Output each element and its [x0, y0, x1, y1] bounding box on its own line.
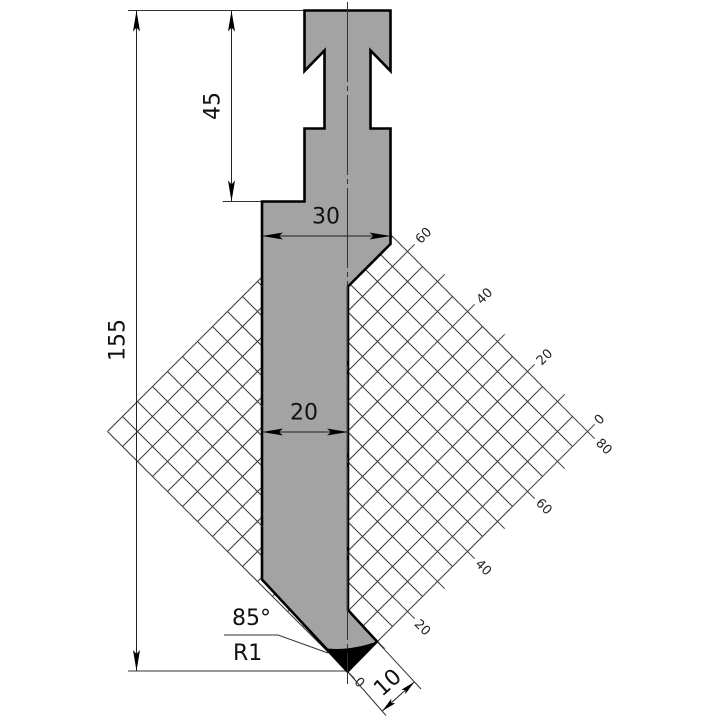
width-20-label: 20 — [290, 401, 318, 426]
dimension-labels: 155 45 30 20 85° R1 10 — [106, 92, 407, 702]
grid-line — [317, 393, 566, 642]
width-30-label: 30 — [312, 205, 340, 230]
tip-extension-line-left — [347, 671, 387, 716]
tip-extension-line-right — [376, 641, 422, 690]
grid-line — [107, 431, 356, 680]
tip-10-dimension — [381, 681, 415, 712]
angle-radius-leader — [224, 634, 329, 654]
punch-tip-radius — [326, 641, 377, 672]
dimension-lines — [133, 10, 415, 712]
height-45-label: 45 — [201, 92, 226, 120]
tip-radius-label: R1 — [233, 641, 262, 666]
extension-lines — [128, 10, 422, 716]
tip-angle-label: 85° — [232, 606, 271, 631]
grid-line — [347, 423, 596, 672]
height-155-label: 155 — [106, 319, 131, 361]
